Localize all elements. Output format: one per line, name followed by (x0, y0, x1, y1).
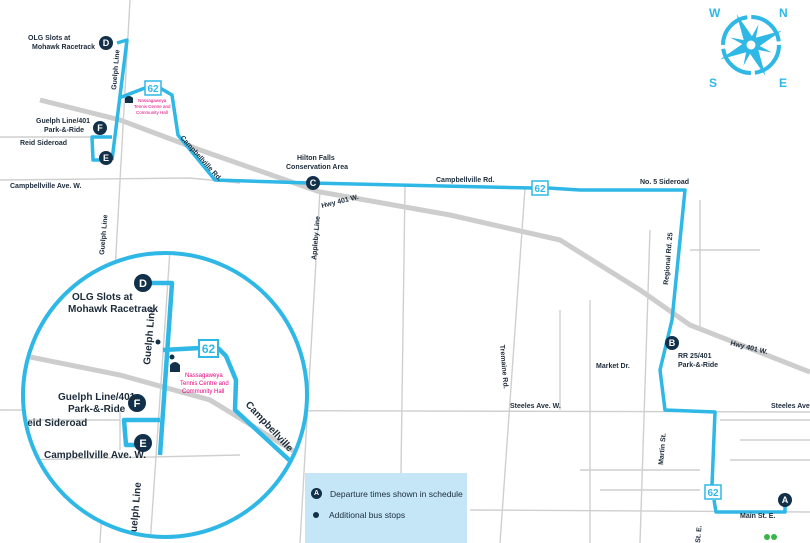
svg-text:62: 62 (147, 84, 159, 95)
stop-f-label: Park-&-Ride (44, 127, 84, 134)
route-62-badge: 62 (704, 484, 722, 500)
svg-text:C: C (310, 178, 317, 188)
road-appleby-line (299, 189, 321, 543)
stop-c[interactable]: C (306, 176, 320, 190)
road-label: No. 5 Sideroad (640, 179, 689, 186)
route-62-badge: 62 (531, 180, 549, 196)
svg-text:F: F (134, 398, 141, 410)
inset-zoom-circle: 62 Nassagaweya Tennis Centre and Communi… (20, 251, 309, 540)
svg-text:Campbellville Ave. W.: Campbellville Ave. W. (44, 450, 146, 461)
stop-d-label: Mohawk Racetrack (32, 44, 95, 51)
road-label: Steeles Ave. W. (510, 403, 561, 410)
svg-text:B: B (669, 338, 676, 348)
route-62-badge: 62 (202, 342, 216, 356)
road-label: Tremaine Rd. (498, 345, 509, 389)
road-label: Appleby Line (311, 216, 322, 260)
svg-text:Reid Sideroad: Reid Sideroad (20, 418, 87, 429)
svg-text:Guelph Line: Guelph Line (128, 481, 144, 540)
stop-f-label: Guelph Line/401 (36, 118, 90, 125)
road-label: Campbellville Ave. W. (10, 183, 82, 190)
svg-text:Guelph Line: Guelph Line (142, 306, 158, 365)
svg-text:W: W (709, 6, 721, 20)
stop-b-label: Park-&-Ride (678, 362, 718, 369)
landmark-label: Nassagaweya (138, 98, 167, 103)
local-roads (559, 200, 810, 543)
road-label: Guelph Line (99, 214, 110, 255)
legend-text: Additional bus stops (329, 510, 406, 520)
road-label: Regional Rd. 25 (663, 232, 675, 285)
route-62-line (110, 38, 787, 514)
svg-text:Park-&-Ride: Park-&-Ride (68, 404, 126, 415)
svg-text:Nassagaweya: Nassagaweya (185, 373, 223, 379)
route-62-badge: 62 (144, 80, 162, 96)
svg-text:62: 62 (707, 488, 719, 499)
road-label: Martin St. (658, 433, 668, 465)
legend-additional: Additional bus stops (311, 510, 405, 520)
stop-c-label: Conservation Area (286, 164, 348, 171)
svg-text:Community Hall: Community Hall (182, 389, 224, 395)
road-label: Guelph Line (111, 49, 122, 90)
landmark-label: Tennis Centre and (134, 104, 171, 109)
stop-d[interactable]: D (134, 274, 152, 292)
building-icon (125, 96, 133, 103)
stop-f[interactable]: F (93, 121, 107, 135)
road-label: Steeles Ave. W. (771, 403, 810, 410)
road-label: Campbellville Rd. (179, 135, 223, 183)
stop-a[interactable]: A (778, 493, 792, 507)
additional-stop-icon (313, 512, 319, 518)
stop-d-label: OLG Slots at (28, 35, 71, 42)
stop-e[interactable]: E (134, 434, 152, 452)
svg-text:OLG Slots at: OLG Slots at (72, 292, 133, 303)
road-tremaine (499, 187, 526, 543)
svg-text:D: D (139, 278, 147, 290)
svg-text:E: E (139, 438, 146, 450)
svg-text:62: 62 (534, 184, 546, 195)
svg-text:Guelph Line/401: Guelph Line/401 (58, 392, 136, 403)
stop-b[interactable]: B (665, 336, 679, 350)
road-label: Campbellville Rd. (436, 177, 494, 184)
svg-text:N: N (779, 6, 788, 20)
svg-text:Tennis Centre and: Tennis Centre and (180, 381, 229, 387)
building-icon (170, 362, 180, 372)
compass-rose-icon: N E S W (709, 6, 788, 90)
road-martin (639, 229, 651, 543)
additional-stop-icon (155, 339, 161, 345)
stop-b-label: RR 25/401 (678, 353, 712, 360)
legend: A Departure times shown in schedule Addi… (305, 473, 467, 543)
stop-c-label: Hilton Falls (297, 155, 335, 162)
svg-text:E: E (103, 153, 109, 163)
svg-text:A: A (782, 495, 789, 505)
svg-text:Mohawk Racetrack: Mohawk Racetrack (68, 304, 158, 315)
svg-text:F: F (97, 123, 103, 133)
green-marker-icon (771, 534, 777, 540)
road-label: Hwy 401 W. (730, 340, 769, 356)
legend-text: Departure times shown in schedule (330, 488, 463, 499)
stop-f[interactable]: F (128, 394, 146, 412)
legend-departure: A Departure times shown in schedule (311, 488, 463, 499)
additional-stop-icon (169, 354, 175, 360)
stop-e[interactable]: E (99, 151, 113, 165)
svg-text:S: S (709, 76, 717, 90)
road-label: Reid Sideroad (20, 140, 67, 147)
road-label: Market Dr. (596, 363, 630, 370)
road-label: Main St. E. (740, 513, 775, 520)
svg-text:E: E (779, 76, 787, 90)
stop-marker-icon: A (311, 488, 322, 499)
svg-text:D: D (103, 38, 110, 48)
stop-d[interactable]: D (99, 36, 113, 50)
landmark-label: Community Hall (136, 110, 168, 115)
road-label: St. E. (695, 525, 704, 543)
green-marker-icon (764, 534, 770, 540)
